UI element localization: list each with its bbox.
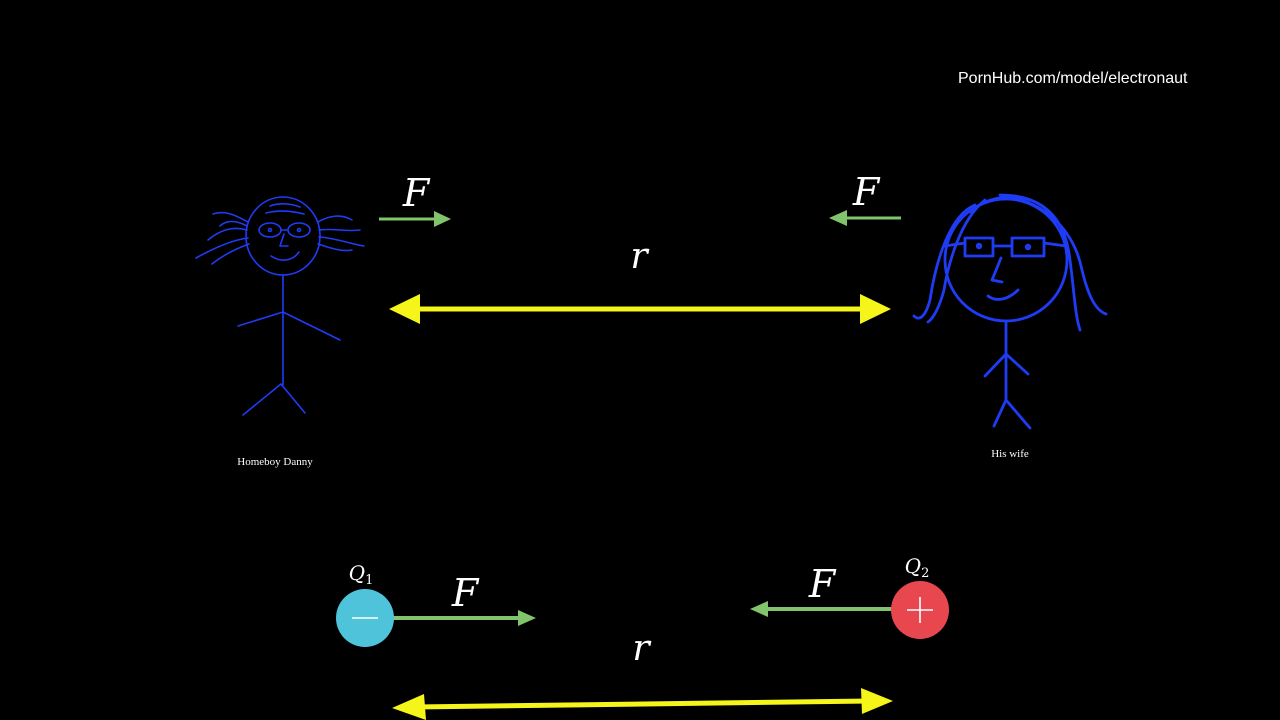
- force-label-bottom-right: F: [808, 562, 837, 606]
- charge2-label: Q2: [905, 554, 930, 581]
- force-label-top-right: F: [852, 170, 881, 214]
- wife-caption: His wife: [991, 448, 1029, 460]
- stick-figure-wife: His wife: [912, 193, 1108, 460]
- charge1-label: Q1: [349, 561, 374, 588]
- top-distance-arrow: r: [389, 236, 891, 324]
- watermark-text: PornHub.com/model/electronaut: [958, 70, 1188, 87]
- distance-label-top: r: [630, 236, 649, 277]
- wife-head: [943, 197, 1069, 323]
- top-force-left: F: [379, 171, 451, 227]
- charge-q1: Q1 F: [336, 561, 536, 647]
- stick-figure-danny: Homeboy Danny: [195, 196, 365, 468]
- force-label-bottom-left: F: [451, 571, 480, 615]
- distance-label-bottom: r: [632, 628, 651, 669]
- bottom-distance-arrow: r: [392, 628, 893, 720]
- top-force-right: F: [829, 170, 901, 226]
- force-label-top-left: F: [402, 171, 431, 215]
- plus-icon: [907, 597, 933, 623]
- charge-q2: Q2 F: [750, 554, 949, 639]
- danny-caption: Homeboy Danny: [237, 456, 313, 468]
